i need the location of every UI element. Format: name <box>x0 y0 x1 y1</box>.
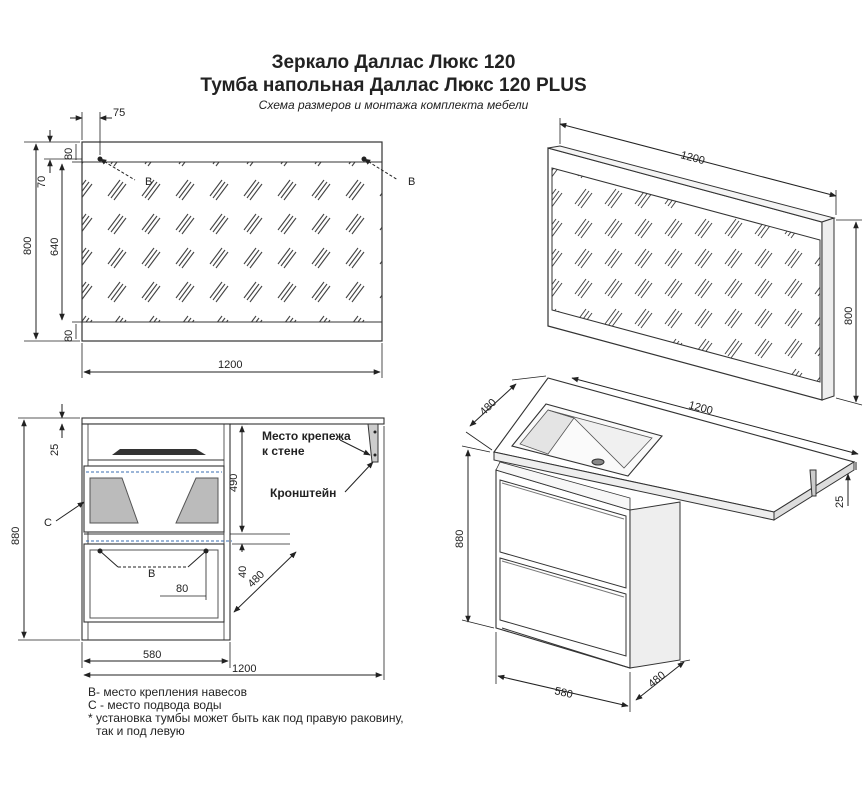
title-line2: Тумба напольная Даллас Люкс 120 PLUS <box>200 75 587 96</box>
notes: B- место крепления навесов C - место под… <box>88 686 404 738</box>
label-b-left: B <box>145 176 152 188</box>
label-c: C <box>44 517 52 529</box>
cabinet-front-view: B C Место крепежа к стене Кронштейн 880 … <box>10 404 385 680</box>
iso-dim-1200-cab: 1200 <box>687 399 714 417</box>
iso-dim-880: 880 <box>454 530 466 548</box>
note-line: * установка тумбы может быть как под пра… <box>88 711 404 725</box>
iso-drawer-top <box>499 479 627 589</box>
iso-dim-580: 580 <box>553 685 574 701</box>
label-bracket: Кронштейн <box>270 486 336 500</box>
mirror-glass <box>81 161 383 323</box>
label-b-right: B <box>408 176 415 188</box>
dim-70: 70 <box>36 176 48 188</box>
dim-1200: 1200 <box>218 359 242 371</box>
iso-dim-1200: 1200 <box>679 149 706 167</box>
dim-80: 80 <box>176 583 188 595</box>
dim-800: 800 <box>22 237 34 255</box>
label-mount-line1: Место крепежа <box>262 429 351 443</box>
note-line: C - место подвода воды <box>88 698 222 712</box>
iso-dim-25: 25 <box>834 496 846 508</box>
cabinet-dim-1200: 1200 <box>232 663 256 675</box>
cabinet-iso-view: 480 1200 880 25 580 480 <box>454 375 859 712</box>
dim-75: 75 <box>113 107 125 119</box>
title-line1: Зеркало Даллас Люкс 120 <box>271 52 516 73</box>
dim-580: 580 <box>143 649 161 661</box>
iso-dim-480-bottom: 480 <box>646 669 668 690</box>
dim-40: 40 <box>237 566 249 578</box>
label-b-cabinet: B <box>148 568 155 580</box>
iso-drawer-bottom <box>499 557 627 657</box>
note-line: B- место крепления навесов <box>88 685 247 699</box>
iso-dim-800: 800 <box>843 307 855 325</box>
dim-80-bottom: 80 <box>63 330 75 342</box>
dim-490: 490 <box>228 474 240 492</box>
dim-880: 880 <box>10 527 22 545</box>
mirror-iso-view: 1200 800 <box>547 118 863 406</box>
iso-dim-480-top: 480 <box>478 397 499 418</box>
countertop-front <box>81 417 385 425</box>
dim-640: 640 <box>49 238 61 256</box>
dim-25: 25 <box>49 444 61 456</box>
mirror-front-view: B B 75 800 70 640 80 80 1200 <box>22 107 415 378</box>
subtitle: Схема размеров и монтажа комплекта мебел… <box>258 98 529 112</box>
dim-80-top: 80 <box>63 148 75 160</box>
note-line: так и под левую <box>96 724 185 738</box>
label-mount-line2: к стене <box>262 444 305 458</box>
